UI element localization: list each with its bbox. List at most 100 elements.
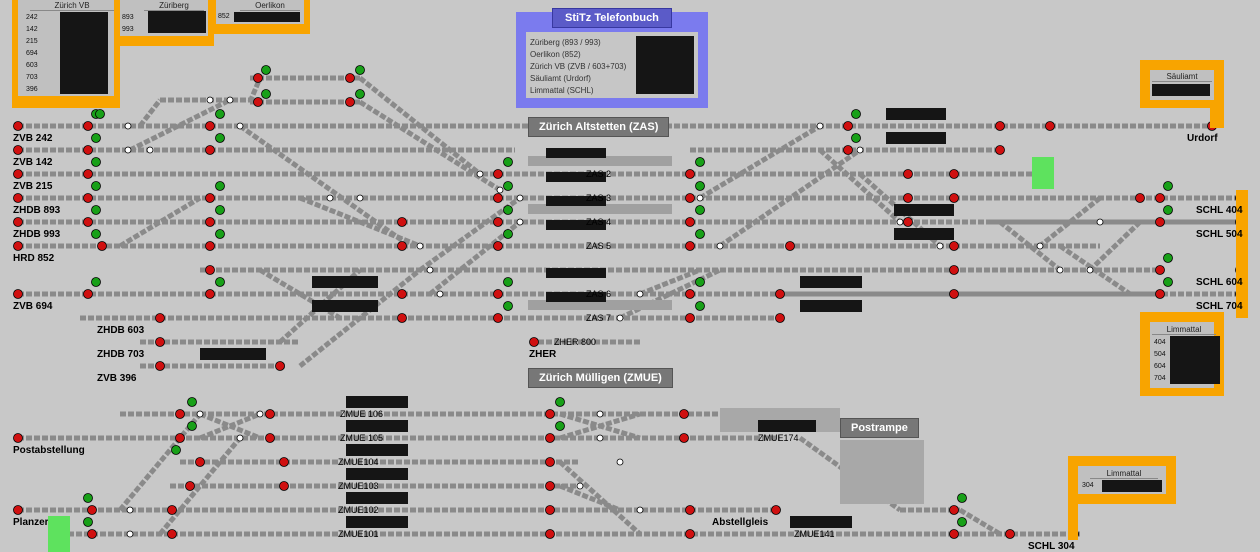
signal-icon[interactable] <box>95 109 105 119</box>
signal-icon[interactable] <box>215 277 225 287</box>
signal-icon[interactable] <box>83 169 93 179</box>
switch-icon[interactable] <box>146 146 154 154</box>
signal-icon[interactable] <box>995 121 1005 131</box>
signal-icon[interactable] <box>185 481 195 491</box>
signal-icon[interactable] <box>1005 529 1015 539</box>
signal-icon[interactable] <box>205 289 215 299</box>
switch-icon[interactable] <box>716 242 724 250</box>
switch-icon[interactable] <box>124 122 132 130</box>
signal-icon[interactable] <box>685 217 695 227</box>
phonebook-row[interactable]: Züriberg (893 / 993) <box>530 38 601 47</box>
signal-icon[interactable] <box>279 481 289 491</box>
switch-icon[interactable] <box>206 96 214 104</box>
signal-icon[interactable] <box>91 229 101 239</box>
signal-icon[interactable] <box>215 229 225 239</box>
signal-icon[interactable] <box>215 205 225 215</box>
signal-icon[interactable] <box>775 313 785 323</box>
signal-icon[interactable] <box>355 65 365 75</box>
signal-icon[interactable] <box>91 133 101 143</box>
signal-icon[interactable] <box>91 157 101 167</box>
signal-icon[interactable] <box>195 457 205 467</box>
signal-icon[interactable] <box>493 313 503 323</box>
signal-icon[interactable] <box>1135 193 1145 203</box>
signal-icon[interactable] <box>83 121 93 131</box>
signal-icon[interactable] <box>545 409 555 419</box>
signal-icon[interactable] <box>1163 277 1173 287</box>
switch-icon[interactable] <box>476 170 484 178</box>
signal-icon[interactable] <box>83 517 93 527</box>
signal-icon[interactable] <box>87 505 97 515</box>
signal-icon[interactable] <box>167 529 177 539</box>
signal-icon[interactable] <box>97 241 107 251</box>
switch-icon[interactable] <box>1036 242 1044 250</box>
signal-icon[interactable] <box>13 193 23 203</box>
signal-icon[interactable] <box>1155 217 1165 227</box>
signal-icon[interactable] <box>493 217 503 227</box>
signal-icon[interactable] <box>503 277 513 287</box>
signal-icon[interactable] <box>695 181 705 191</box>
signal-icon[interactable] <box>175 409 185 419</box>
switch-icon[interactable] <box>596 434 604 442</box>
switch-icon[interactable] <box>426 266 434 274</box>
signal-icon[interactable] <box>397 289 407 299</box>
signal-icon[interactable] <box>851 133 861 143</box>
switch-icon[interactable] <box>936 242 944 250</box>
signal-icon[interactable] <box>275 361 285 371</box>
signal-icon[interactable] <box>695 229 705 239</box>
switch-icon[interactable] <box>896 218 904 226</box>
phonebook-row[interactable]: Zürich VB (ZVB / 603+703) <box>530 62 627 71</box>
switch-icon[interactable] <box>236 434 244 442</box>
signal-icon[interactable] <box>215 181 225 191</box>
signal-icon[interactable] <box>187 421 197 431</box>
signal-icon[interactable] <box>1155 193 1165 203</box>
signal-icon[interactable] <box>493 193 503 203</box>
signal-icon[interactable] <box>205 121 215 131</box>
signal-icon[interactable] <box>91 205 101 215</box>
signal-icon[interactable] <box>265 409 275 419</box>
signal-icon[interactable] <box>949 193 959 203</box>
switch-icon[interactable] <box>416 242 424 250</box>
switch-icon[interactable] <box>326 194 334 202</box>
signal-icon[interactable] <box>83 193 93 203</box>
signal-icon[interactable] <box>949 169 959 179</box>
signal-icon[interactable] <box>155 337 165 347</box>
signal-icon[interactable] <box>355 89 365 99</box>
signal-icon[interactable] <box>83 289 93 299</box>
signal-icon[interactable] <box>155 361 165 371</box>
signal-icon[interactable] <box>545 481 555 491</box>
signal-icon[interactable] <box>685 169 695 179</box>
signal-icon[interactable] <box>775 289 785 299</box>
signal-icon[interactable] <box>205 217 215 227</box>
switch-icon[interactable] <box>616 314 624 322</box>
signal-icon[interactable] <box>695 157 705 167</box>
signal-icon[interactable] <box>215 133 225 143</box>
signal-icon[interactable] <box>949 505 959 515</box>
switch-icon[interactable] <box>236 122 244 130</box>
signal-icon[interactable] <box>995 145 1005 155</box>
switch-icon[interactable] <box>436 290 444 298</box>
signal-icon[interactable] <box>215 109 225 119</box>
switch-icon[interactable] <box>816 122 824 130</box>
switch-icon[interactable] <box>124 146 132 154</box>
signal-icon[interactable] <box>205 145 215 155</box>
signal-icon[interactable] <box>13 217 23 227</box>
signal-icon[interactable] <box>695 205 705 215</box>
switch-icon[interactable] <box>856 146 864 154</box>
switch-icon[interactable] <box>126 506 134 514</box>
signal-icon[interactable] <box>167 505 177 515</box>
switch-icon[interactable] <box>596 410 604 418</box>
signal-icon[interactable] <box>545 505 555 515</box>
signal-icon[interactable] <box>205 241 215 251</box>
signal-icon[interactable] <box>13 505 23 515</box>
signal-icon[interactable] <box>949 529 959 539</box>
signal-icon[interactable] <box>253 97 263 107</box>
signal-icon[interactable] <box>265 433 275 443</box>
signal-icon[interactable] <box>493 169 503 179</box>
signal-icon[interactable] <box>83 217 93 227</box>
signal-icon[interactable] <box>843 145 853 155</box>
signal-icon[interactable] <box>261 89 271 99</box>
signal-icon[interactable] <box>397 217 407 227</box>
signal-icon[interactable] <box>1155 289 1165 299</box>
switch-icon[interactable] <box>256 410 264 418</box>
switch-icon[interactable] <box>1056 266 1064 274</box>
